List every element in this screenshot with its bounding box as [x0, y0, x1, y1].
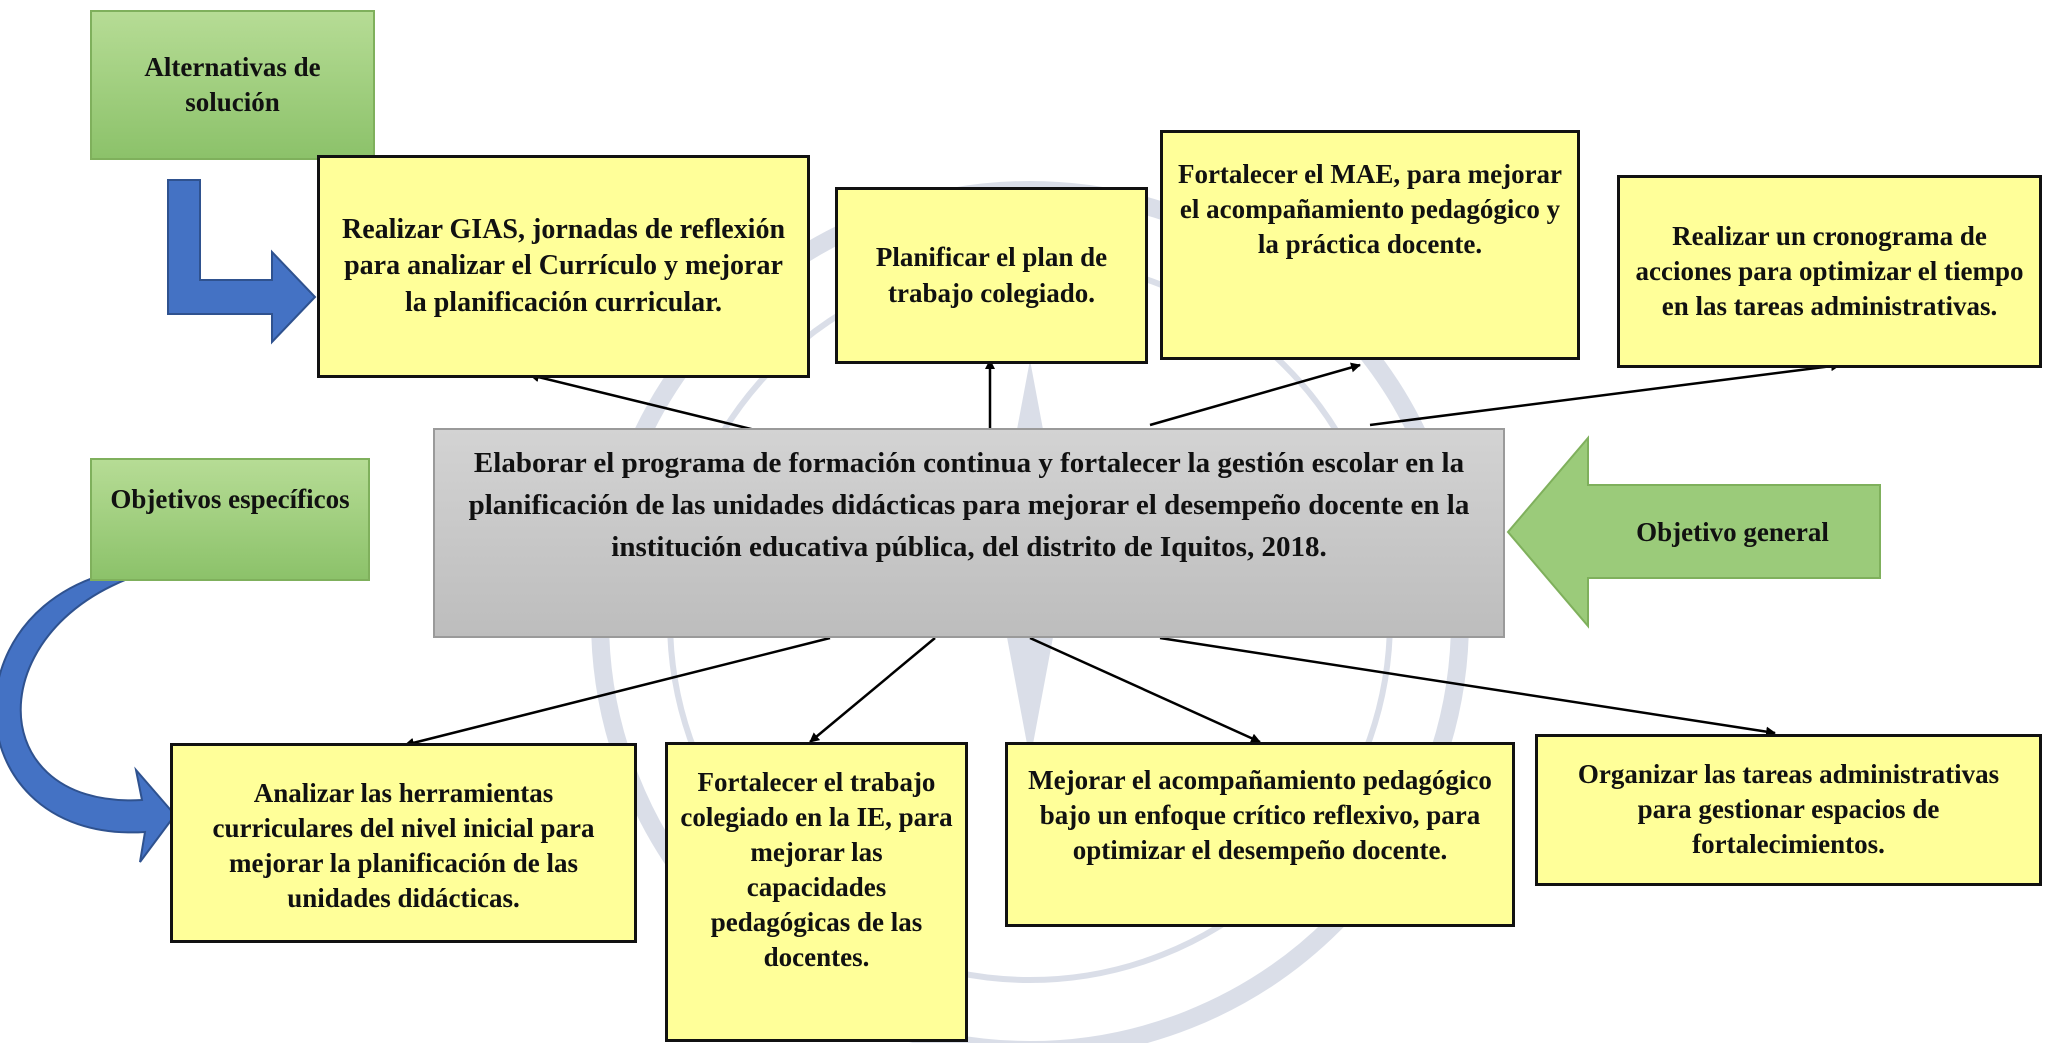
specific-objectives-label: Objetivos específicos	[90, 458, 370, 581]
specific-objective-box-4: Organizar las tareas administrativas par…	[1535, 734, 2042, 886]
specific-objective-box-3: Mejorar el acompañamiento pedagógico baj…	[1005, 742, 1515, 927]
arrow-to-solution-3	[1149, 362, 1361, 427]
solution-box-1: Realizar GIAS, jornadas de reflexión par…	[317, 155, 810, 378]
general-objective-box: Elaborar el programa de formación contin…	[433, 428, 1505, 638]
arrow-to-solution-4	[1369, 361, 1841, 427]
solution-box-3: Fortalecer el MAE, para mejorar el acomp…	[1160, 130, 1580, 360]
arrow-to-objective-4	[1159, 636, 1776, 737]
alternatives-label: Alternativas de solución	[90, 10, 375, 160]
specific-objective-box-1: Analizar las herramientas curriculares d…	[170, 743, 637, 943]
arrow-to-objective-1	[404, 636, 831, 748]
arrow-to-objective-3	[1029, 636, 1261, 744]
general-objective-label: Objetivo general	[1636, 517, 1829, 547]
arrow-to-solution-1	[529, 372, 756, 432]
solution-box-4: Realizar un cronograma de acciones para …	[1617, 175, 2042, 368]
arrow-to-objective-2	[809, 637, 936, 743]
specific-objective-box-2: Fortalecer el trabajo colegiado en la IE…	[665, 742, 968, 1042]
solution-box-2: Planificar el plan de trabajo colegiado.	[835, 187, 1148, 364]
